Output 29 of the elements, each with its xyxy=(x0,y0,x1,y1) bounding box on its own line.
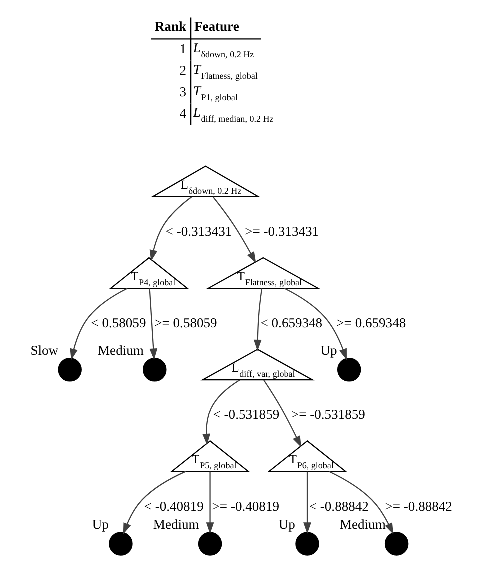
edge-label: >= 0.659348 xyxy=(336,316,406,331)
label: Feature xyxy=(194,18,240,34)
label: T$_{P1, global}$ xyxy=(193,83,238,102)
edge-label: < -0.40819 xyxy=(144,498,204,514)
edge-label: < -0.88842 xyxy=(309,498,369,514)
edge-label: < -0.531859 xyxy=(213,407,280,422)
node-label: Slow xyxy=(30,342,59,358)
edge-label: >= -0.88842 xyxy=(385,498,452,514)
edge-label: < -0.313431 xyxy=(166,224,232,240)
label: 2 xyxy=(180,62,187,78)
edge-label: < 0.659348 xyxy=(260,316,323,331)
label: 4 xyxy=(180,106,187,121)
label: T$_{Flatness, global}$ xyxy=(193,62,258,81)
node-label: Medium xyxy=(98,342,144,358)
label: 1 xyxy=(180,41,187,56)
edge-label: >= 0.58059 xyxy=(154,316,218,331)
edge-label: >= -0.40819 xyxy=(212,498,280,514)
label: L$_{diff, median, 0.2 Hz}$ xyxy=(193,104,274,124)
node-label: Up xyxy=(92,516,109,532)
node-label: Up xyxy=(320,342,338,358)
edge-label: >= -0.531859 xyxy=(291,407,366,422)
node-label: Medium xyxy=(153,516,200,532)
node-label: Up xyxy=(278,516,296,532)
edge-label: >= -0.313431 xyxy=(245,224,320,240)
label: Rank xyxy=(154,18,187,34)
label: L$_{δdown, 0.2 Hz}$ xyxy=(193,40,254,60)
edge-label: < 0.58059 xyxy=(91,316,146,331)
node-label: Medium xyxy=(340,516,386,532)
label: 3 xyxy=(180,84,187,100)
